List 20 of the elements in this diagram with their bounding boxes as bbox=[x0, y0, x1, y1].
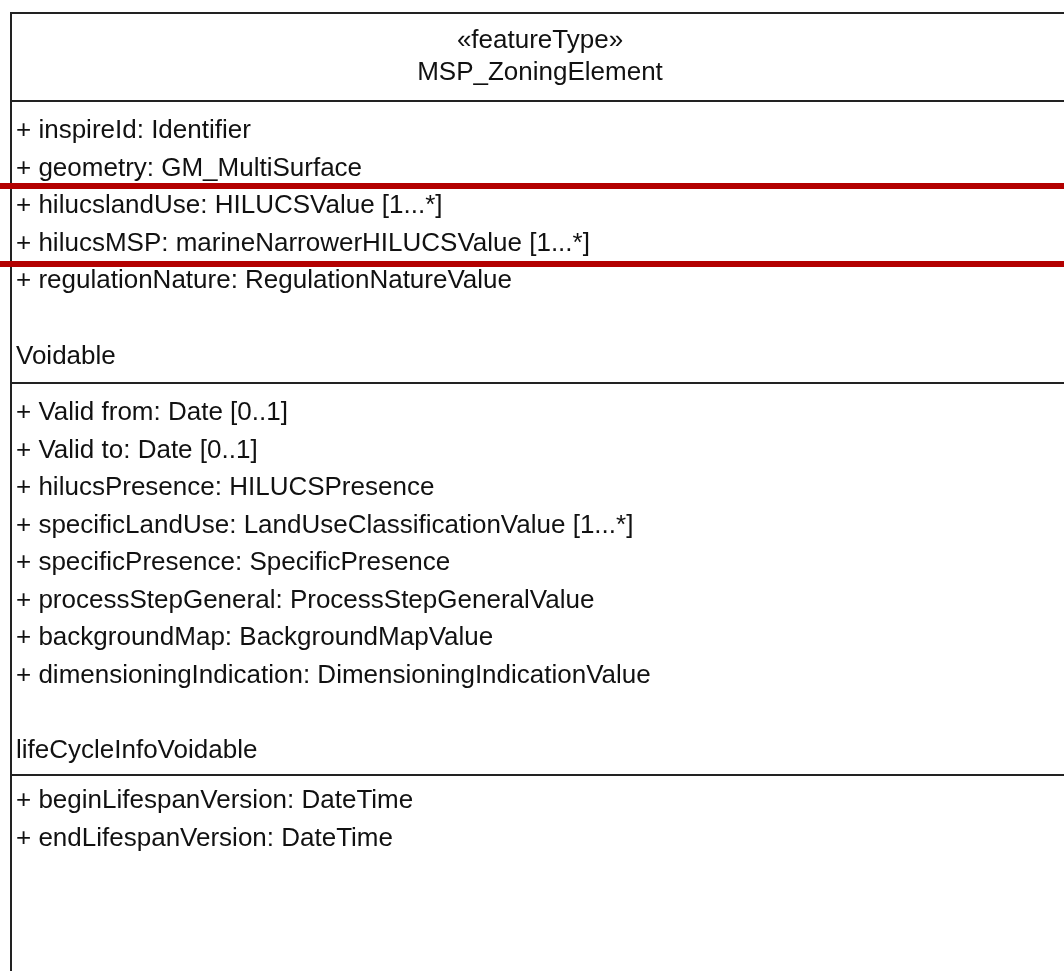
attribute-text: + backgroundMap: BackgroundMapValue bbox=[16, 621, 494, 651]
attribute-text: + beginLifespanVersion: DateTime bbox=[16, 784, 414, 814]
attribute-text: + Valid from: Date [0..1] bbox=[16, 396, 288, 426]
attribute-text: + Valid to: Date [0..1] bbox=[16, 433, 258, 464]
section-heading: lifeCycleInfoVoidable bbox=[16, 734, 258, 764]
attribute-text: + hilucsMSP: marineNarrowerHILUCSValue [1...*] bbox=[16, 226, 590, 257]
attribute-text: + dimensioningIndication: DimensioningIndicationValue bbox=[16, 658, 651, 689]
class-name: MSP_ZoningElement bbox=[416, 56, 664, 86]
class-box bbox=[10, 12, 1064, 971]
attribute-text: + endLifespanVersion: DateTime bbox=[16, 821, 393, 852]
attribute-text: + processStepGeneral: ProcessStepGeneralValue bbox=[16, 583, 595, 614]
attribute-text: + specificPresence: SpecificPresence bbox=[16, 546, 451, 576]
attribute-text: + inspireId: Identifier bbox=[16, 114, 251, 144]
attribute-text: + hilucsPresence: HILUCSPresence bbox=[16, 471, 435, 501]
attribute-text: + regulationNature: RegulationNatureValue bbox=[16, 264, 512, 294]
attribute-text: + geometry: GM_MultiSurface bbox=[16, 151, 363, 182]
attribute-text: + hilucslandUse: HILUCSValue [1...*] bbox=[16, 189, 443, 219]
attribute-text: + specificLandUse: LandUseClassificationValue [1...*] bbox=[16, 508, 634, 539]
stereotype-label: «featureType» bbox=[455, 24, 625, 54]
section-heading: Voidable bbox=[16, 339, 116, 370]
